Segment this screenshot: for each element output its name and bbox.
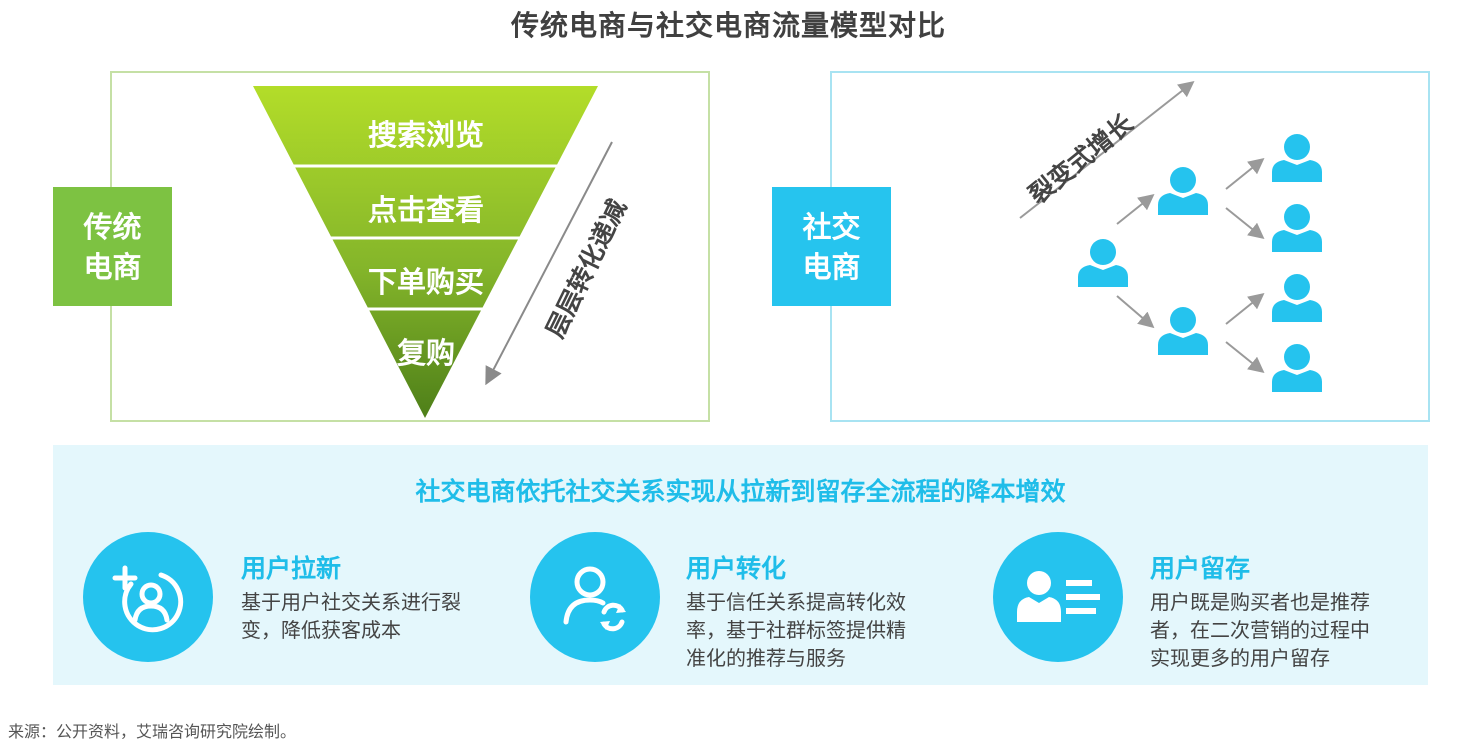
- social-label: 社交 电商: [772, 187, 891, 306]
- network-arrow: [1225, 157, 1265, 190]
- feature-desc-line: 实现更多的用户留存: [1150, 646, 1330, 670]
- feature-desc-line: 基于信任关系提高转化效: [686, 590, 906, 614]
- user-icon: [1272, 344, 1322, 392]
- funnel-shape: [253, 86, 598, 418]
- feature-desc-line: 变，降低获客成本: [241, 618, 401, 642]
- traditional-label: 传统 电商: [53, 187, 172, 306]
- benefits-title: 社交电商依托社交关系实现从拉新到留存全流程的降本增效: [415, 477, 1066, 506]
- user-refresh-icon: [530, 532, 660, 662]
- funnel-stage-4: 复购: [396, 336, 455, 370]
- feature-desc-retention: 用户既是购买者也是推荐 者，在二次营销的过程中 实现更多的用户留存: [1150, 588, 1420, 672]
- source-note: 来源：公开资料，艾瑞咨询研究院绘制。: [8, 722, 297, 741]
- feature-title-conversion: 用户转化: [686, 554, 787, 583]
- funnel-stage-1: 搜索浏览: [367, 118, 484, 152]
- user-icon: [1078, 239, 1128, 287]
- user-icon: [1158, 307, 1208, 355]
- social-label-line1: 社交: [802, 209, 861, 244]
- feature-desc-line: 基于用户社交关系进行裂: [241, 590, 461, 614]
- network-arrow: [1225, 341, 1265, 374]
- user-icon: [1272, 134, 1322, 182]
- user-icon: [1158, 167, 1208, 215]
- feature-desc-line: 率，基于社群标签提供精: [686, 618, 906, 642]
- feature-desc-line: 用户既是购买者也是推荐: [1150, 590, 1370, 614]
- user-icon: [1272, 274, 1322, 322]
- feature-title-acquisition: 用户拉新: [241, 554, 342, 583]
- user-list-icon: [993, 532, 1123, 662]
- traditional-label-line1: 传统: [83, 209, 142, 244]
- social-label-line2: 电商: [802, 249, 861, 284]
- user-icon: [1272, 204, 1322, 252]
- network-arrow: [1116, 194, 1155, 225]
- network-arrow: [1225, 207, 1265, 240]
- funnel-stage-3: 下单购买: [367, 265, 484, 299]
- feature-desc-line: 者，在二次营销的过程中: [1150, 618, 1370, 642]
- feature-title-retention: 用户留存: [1150, 554, 1251, 583]
- growth-arrow: [1019, 81, 1195, 219]
- funnel-stage-2: 点击查看: [367, 193, 484, 227]
- network-arrow: [1116, 295, 1155, 329]
- feature-desc-conversion: 基于信任关系提高转化效 率，基于社群标签提供精 准化的推荐与服务: [686, 588, 956, 672]
- traditional-label-line2: 电商: [83, 249, 142, 284]
- add-user-icon: [83, 532, 213, 662]
- benefits-panel: 社交电商依托社交关系实现从拉新到留存全流程的降本增效: [53, 445, 1428, 685]
- network-arrow: [1225, 292, 1265, 325]
- conversion-arrow: [485, 141, 613, 386]
- feature-desc-acquisition: 基于用户社交关系进行裂 变，降低获客成本: [241, 588, 511, 644]
- feature-desc-line: 准化的推荐与服务: [686, 646, 846, 670]
- page-title: 传统电商与社交电商流量模型对比: [510, 9, 946, 42]
